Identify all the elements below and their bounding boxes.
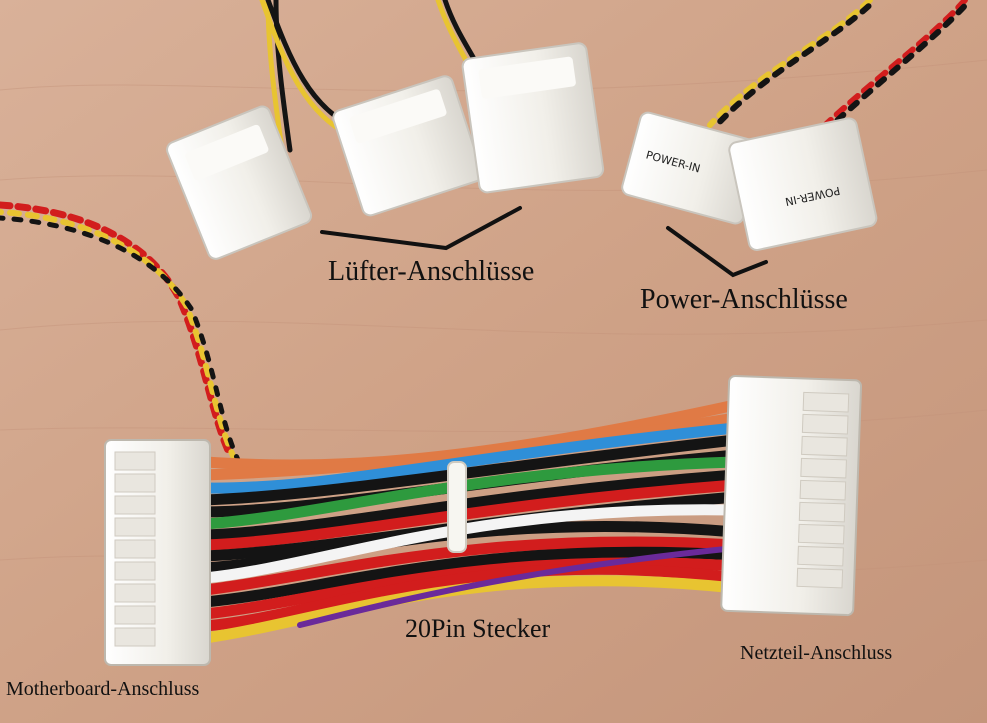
mobo-twisted-wire bbox=[0, 201, 241, 463]
fan-connector-1 bbox=[166, 105, 313, 260]
power-connectors-label: Power-Anschlüsse bbox=[640, 284, 848, 315]
fan-connector-3 bbox=[461, 42, 605, 194]
motherboard-connector-label: Motherboard-Anschluss bbox=[6, 678, 200, 700]
psu-connector bbox=[720, 375, 863, 617]
cable-bundle bbox=[199, 399, 741, 644]
20pin-plug-label: 20Pin Stecker bbox=[405, 614, 551, 643]
psu-connector-label: Netzteil-Anschluss bbox=[740, 642, 893, 664]
power-connector-1: POWER-IN bbox=[621, 111, 763, 225]
motherboard-connector bbox=[104, 439, 211, 666]
power-connector-2: POWER-IN bbox=[728, 117, 878, 252]
fan-connector-2 bbox=[332, 75, 483, 217]
fan-connectors-label: Lüfter-Anschlüsse bbox=[328, 256, 535, 287]
annotation-lines bbox=[320, 206, 768, 278]
cable-tie bbox=[447, 461, 467, 553]
